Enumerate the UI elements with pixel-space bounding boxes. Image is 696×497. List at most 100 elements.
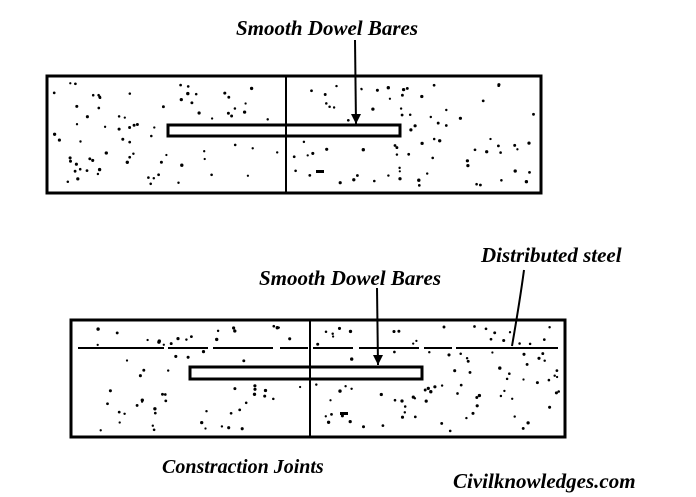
aggregate-dot	[511, 397, 514, 400]
aggregate-dot	[106, 402, 109, 406]
aggregate-dot	[227, 95, 231, 99]
aggregate-dot	[338, 181, 342, 185]
aggregate-dot	[186, 355, 190, 359]
aggregate-dot	[417, 184, 421, 187]
aggregate-dot	[420, 94, 424, 99]
aggregate-dot	[398, 170, 401, 173]
aggregate-dot	[52, 91, 56, 95]
aggregate-dot	[473, 148, 477, 152]
aggregate-dot	[373, 179, 376, 183]
aggregate-dot	[164, 399, 168, 403]
aggregate-dot	[393, 350, 396, 354]
aggregate-dot	[507, 372, 511, 376]
aggregate-dot	[445, 108, 448, 112]
aggregate-dot	[478, 183, 482, 187]
aggregate-dot	[66, 180, 70, 184]
aggregate-dot	[431, 156, 435, 160]
aggregate-dot	[417, 178, 421, 182]
aggregate-dot	[97, 93, 100, 97]
top-concrete-slab	[45, 39, 543, 195]
aggregate-dot	[240, 427, 244, 431]
aggregate-dot	[465, 159, 470, 163]
top-arrow-head	[351, 114, 361, 124]
aggregate-dot	[223, 91, 227, 95]
aggregate-dot	[535, 381, 539, 385]
aggregate-dot	[161, 392, 164, 396]
aggregate-dot	[403, 411, 407, 414]
aggregate-dot	[412, 342, 415, 345]
aggregate-dot	[401, 87, 406, 92]
aggregate-dot	[233, 329, 237, 333]
aggregate-dot	[400, 113, 404, 117]
aggregate-dot	[96, 327, 100, 331]
aggregate-dot	[328, 105, 331, 108]
aggregate-dot	[475, 396, 479, 399]
aggregate-dot	[152, 176, 156, 180]
aggregate-dot	[138, 374, 142, 378]
aggregate-dot	[205, 409, 208, 413]
aggregate-dot	[204, 427, 207, 430]
aggregate-dot	[108, 389, 112, 393]
aggregate-dot	[79, 140, 82, 143]
aggregate-dot	[526, 421, 530, 425]
aggregate-dot	[162, 343, 165, 346]
aggregate-dot	[330, 413, 333, 416]
aggregate-dot	[99, 429, 102, 432]
aggregate-dot	[442, 325, 446, 329]
aggregate-dot	[151, 424, 154, 427]
aggregate-dot	[338, 389, 342, 393]
aggregate-dot	[146, 338, 149, 342]
aggregate-dot	[150, 134, 153, 138]
aggregate-dot	[518, 342, 521, 345]
aggregate-dot	[186, 91, 190, 96]
aggregate-dot	[407, 152, 411, 156]
aggregate-dot	[233, 107, 237, 110]
aggregate-dot	[91, 158, 95, 162]
aggregate-dot	[459, 383, 463, 387]
aggregate-dot	[161, 105, 165, 109]
aggregate-dot	[123, 116, 126, 119]
aggregate-dot	[180, 163, 184, 167]
aggregate-dot	[375, 88, 379, 92]
aggregate-dot	[493, 331, 497, 335]
aggregate-dot	[201, 350, 206, 354]
aggregate-dot	[135, 123, 139, 126]
aggregate-dot	[513, 143, 517, 147]
aggregate-dot	[242, 110, 247, 114]
aggregate-dot	[381, 424, 385, 427]
aggregate-dot	[332, 106, 336, 109]
aggregate-dot	[123, 412, 126, 416]
aggregate-dot	[411, 395, 415, 399]
aggregate-dot	[128, 140, 132, 144]
aggregate-dot	[498, 366, 502, 370]
aggregate-dot	[475, 404, 479, 408]
aggregate-dot	[554, 391, 558, 395]
aggregate-dot	[242, 359, 246, 363]
aggregate-dot	[128, 155, 132, 159]
aggregate-dot	[426, 172, 429, 175]
aggregate-dot	[233, 387, 237, 391]
aggregate-dot	[316, 342, 320, 346]
aggregate-dot	[117, 127, 121, 131]
aggregate-dot	[405, 86, 409, 90]
aggregate-dot	[499, 151, 502, 154]
aggregate-dot	[350, 357, 354, 361]
aggregate-dot	[438, 139, 442, 143]
aggregate-dot	[232, 326, 236, 330]
aggregate-dot	[555, 369, 559, 372]
aggregate-dot	[503, 389, 506, 393]
aggregate-dot	[485, 150, 489, 154]
aggregate-dot	[400, 93, 404, 97]
aggregate-dot	[348, 419, 352, 424]
aggregate-dot	[142, 368, 146, 372]
aggregate-dot	[210, 173, 213, 177]
aggregate-dot	[408, 113, 412, 116]
aggregate-dot	[203, 157, 206, 161]
aggregate-dot	[210, 117, 214, 120]
aggregate-dot	[275, 326, 279, 330]
top-dowel-bar	[166, 123, 402, 138]
aggregate-dot	[524, 180, 529, 184]
aggregate-dot	[426, 386, 430, 391]
top-slab-outline	[45, 74, 543, 195]
aggregate-dot	[344, 385, 347, 388]
